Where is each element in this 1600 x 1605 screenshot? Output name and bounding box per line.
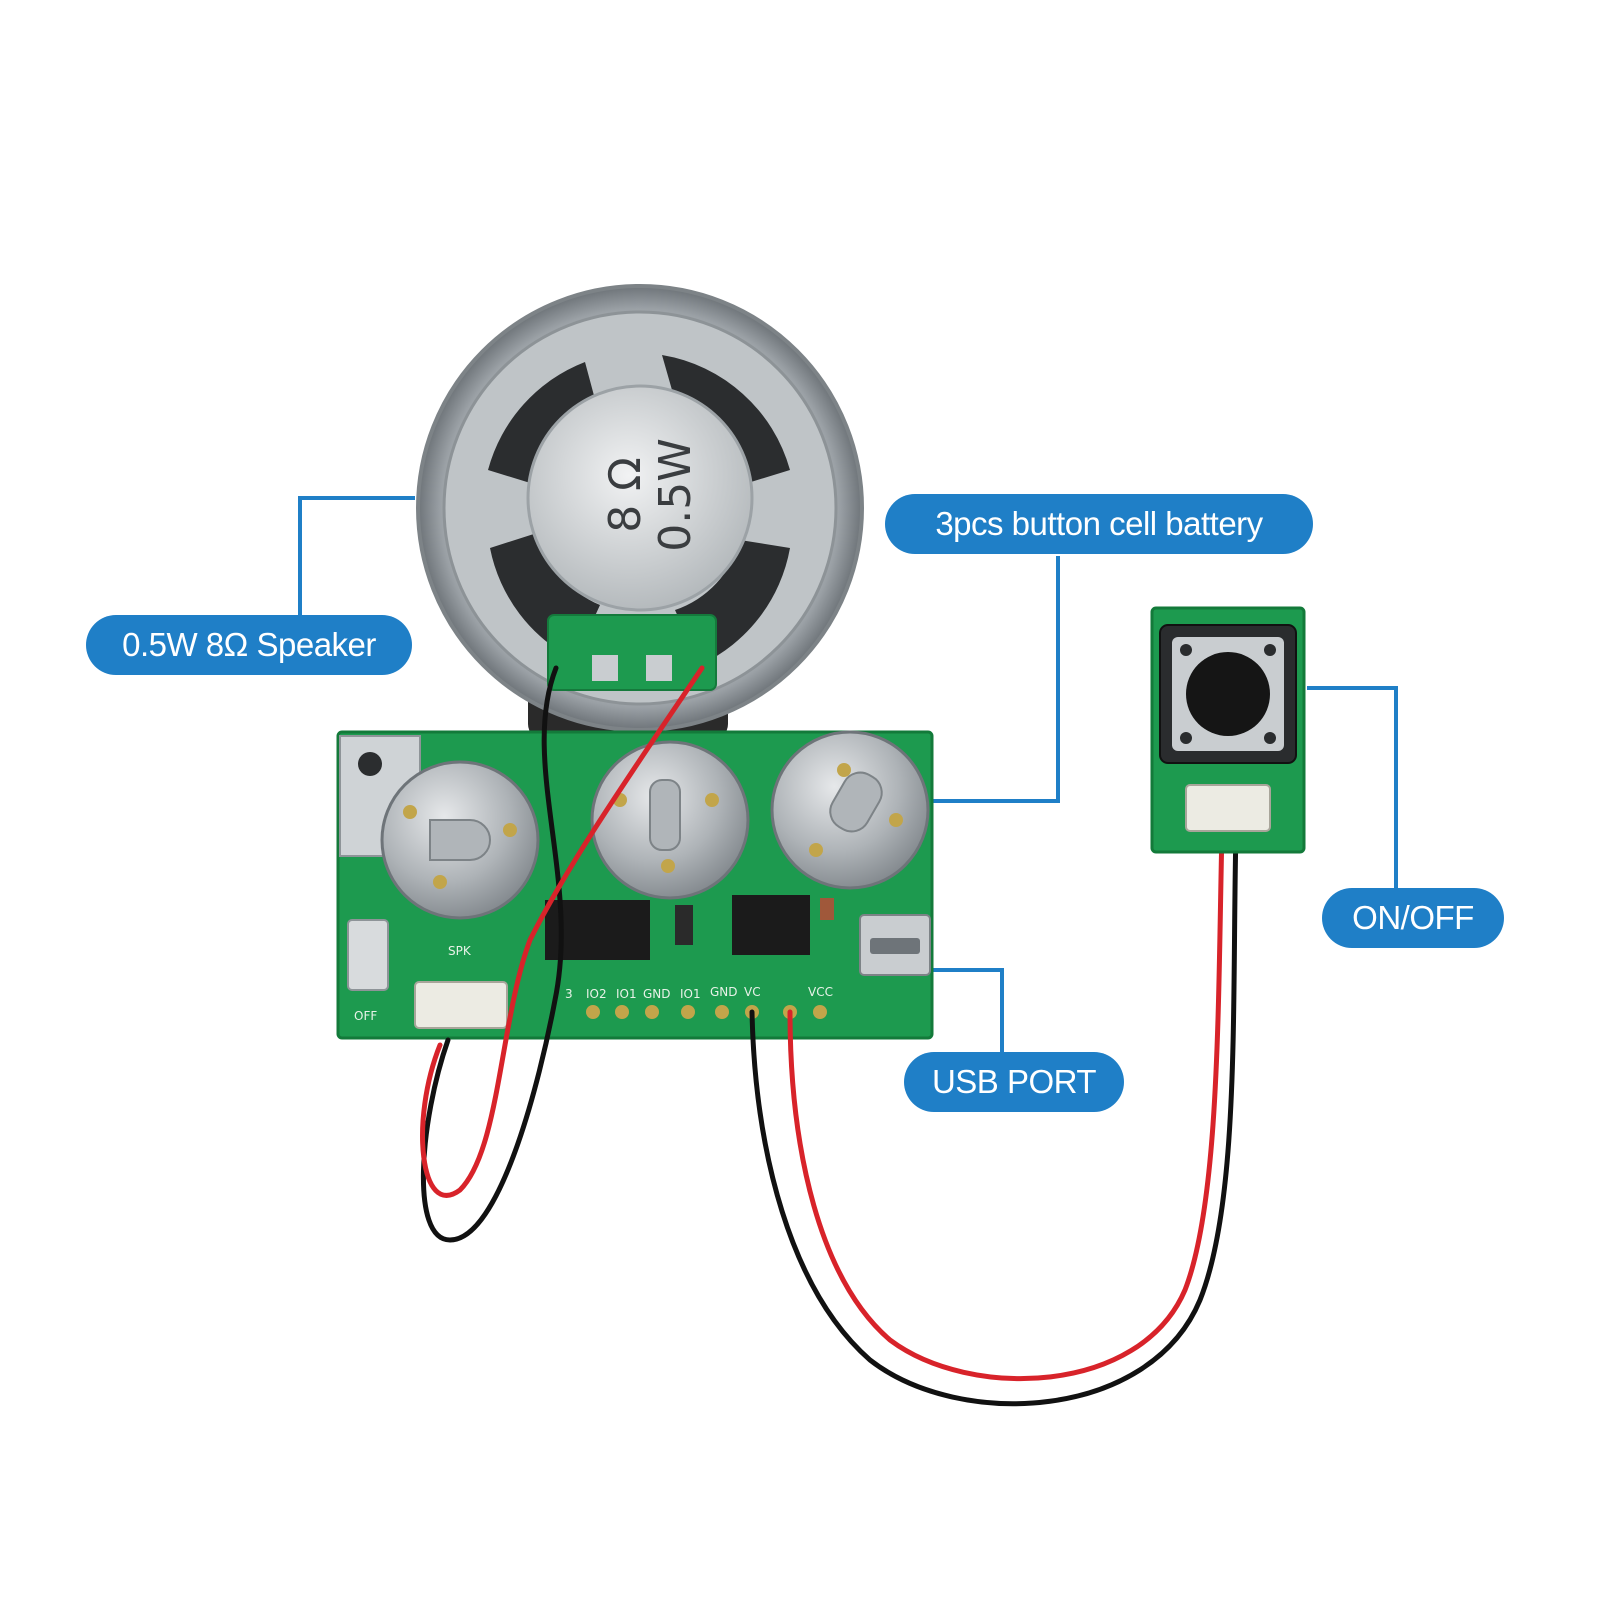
callout-leader-lines [298, 496, 1398, 1055]
speaker-cone-window [662, 355, 790, 486]
callout-usb: USB PORT [904, 1052, 1124, 1112]
speaker-wire-black [421, 665, 564, 1243]
callout-speaker: 0.5W 8Ω Speaker [86, 615, 412, 675]
switch-wire-red [787, 827, 1225, 1382]
onoff-switch-board [1150, 606, 1306, 854]
silk-io2: IO2 [586, 987, 607, 1001]
silk-vcc1: VC [744, 985, 761, 999]
switch-wire-black [749, 827, 1239, 1407]
speaker-terminal-board [547, 614, 717, 691]
pcb-header-pads [586, 1005, 827, 1019]
switch-jst-connector [1185, 784, 1271, 832]
silk-gnd1: GND [643, 987, 671, 1001]
callout-onoff: ON/OFF [1322, 888, 1504, 948]
speaker: 8 Ω 0.5W [416, 284, 864, 740]
pcb-chip-amp [732, 895, 810, 955]
wires [420, 665, 1239, 1407]
speaker-ohm-marking: 8 Ω [600, 457, 651, 533]
pcb-mount-hole [358, 752, 382, 776]
speaker-terminal-pad [592, 655, 618, 681]
pcb-small-component [675, 905, 693, 945]
silk-spk: SPK [448, 944, 472, 958]
silk-off: OFF [354, 1009, 377, 1023]
silk-vcc2: VCC [808, 985, 833, 999]
speaker-cone-window [488, 362, 600, 486]
callout-battery: 3pcs button cell battery [885, 494, 1313, 554]
coin-cell-1 [380, 760, 540, 920]
silk-io1a: IO1 [616, 987, 637, 1001]
pcb-small-component [820, 898, 834, 920]
silk-gnd2: GND [710, 985, 738, 999]
usb-port-opening [870, 938, 920, 954]
coin-cell-2 [590, 740, 750, 900]
pcb-side-switch [347, 919, 389, 991]
main-pcb: SPK OFF 3 IO2 IO1 GND IO1 GND VC VCC [336, 730, 934, 1040]
onoff-leader-line [1307, 686, 1398, 888]
speaker-terminal-pad [646, 655, 672, 681]
speaker-dust-cap [526, 384, 754, 612]
coin-cell-3 [770, 730, 930, 890]
speaker-leader-line [298, 496, 415, 618]
silk-io1b: IO1 [680, 987, 701, 1001]
speaker-wire-red [420, 665, 705, 1198]
silk-io3: 3 [565, 987, 573, 1001]
speaker-watt-marking: 0.5W [650, 438, 701, 551]
usb-leader-line [932, 968, 1004, 1055]
speaker-jst-connector [414, 981, 508, 1029]
battery-leader-line [915, 556, 1060, 803]
tact-switch-button [1186, 652, 1270, 736]
